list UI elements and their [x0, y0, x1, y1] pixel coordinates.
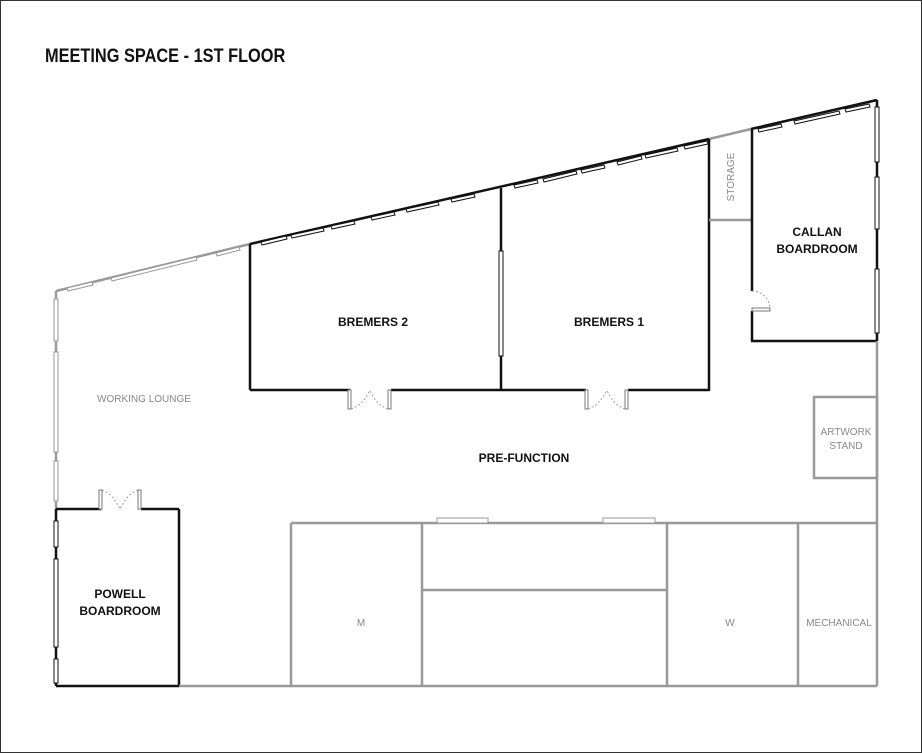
bremers-divider-wall [498, 188, 504, 390]
bremers-2-label: BREMERS 2 [338, 315, 408, 329]
powell-label-line2: BOARDROOM [79, 604, 160, 618]
powell-boardroom[interactable]: POWELL BOARDROOM [53, 489, 181, 688]
artwork-stand: ARTWORK STAND [812, 395, 879, 480]
artwork-stand-label-line1: ARTWORK [821, 427, 872, 438]
bremers-2-room[interactable]: BREMERS 2 [248, 244, 501, 410]
powell-label-line1: POWELL [94, 587, 145, 601]
mechanical-label: MECHANICAL [806, 618, 872, 629]
callan-label-line1: CALLAN [792, 225, 841, 239]
service-core: M W MECHANICAL [179, 517, 877, 688]
artwork-stand-label-line2: STAND [829, 441, 862, 452]
page-title: MEETING SPACE - 1ST FLOOR [45, 46, 286, 67]
storage-label: STORAGE [726, 152, 737, 201]
pre-function-label: PRE-FUNCTION [479, 451, 570, 465]
callan-boardroom[interactable]: CALLAN BOARDROOM [750, 98, 880, 343]
bremers-1-label: BREMERS 1 [574, 315, 644, 329]
storage-room: STORAGE [707, 127, 752, 391]
bremers-1-room[interactable]: BREMERS 1 [501, 315, 709, 410]
womens-restroom-label: W [725, 618, 735, 629]
mens-restroom-label: M [357, 618, 365, 629]
working-lounge-label: WORKING LOUNGE [97, 394, 191, 405]
bremers-exterior-wall [249, 137, 710, 246]
working-lounge-exterior-wall [53, 242, 251, 509]
callan-label-line2: BOARDROOM [776, 242, 857, 256]
